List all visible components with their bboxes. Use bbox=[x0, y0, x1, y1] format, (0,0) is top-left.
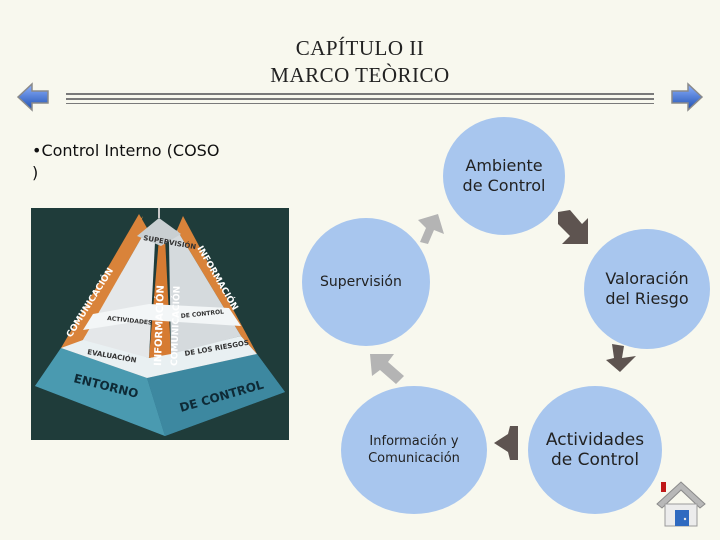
bullet-line-2: ) bbox=[32, 163, 39, 182]
title-line-1: CAPÍTULO II bbox=[295, 36, 425, 60]
cycle-node-label: Información y Comunicación bbox=[368, 434, 460, 466]
coso-pyramid-image: SUPERVISIÓN COMUNICACIÓN INFORMACIÓN COM… bbox=[31, 208, 289, 440]
title-divider-middle bbox=[66, 98, 654, 100]
left-arrow-icon bbox=[16, 82, 49, 112]
home-button[interactable] bbox=[655, 478, 707, 530]
cycle-node-ambiente-de-control: Ambiente de Control bbox=[443, 117, 565, 235]
cycle-node-label: Ambiente de Control bbox=[462, 156, 546, 195]
cycle-node-supervision: Supervisión bbox=[302, 218, 430, 346]
coso-pyramid-graphic: SUPERVISIÓN COMUNICACIÓN INFORMACIÓN COM… bbox=[31, 208, 289, 440]
cycle-node-actividades-de-control: Actividades de Control bbox=[528, 386, 662, 514]
cycle-node-label: Supervisión bbox=[320, 274, 402, 290]
cycle-arrow-3-icon bbox=[494, 426, 518, 460]
cycle-node-valoracion-del-riesgo: Valoración del Riesgo bbox=[584, 229, 710, 349]
next-slide-button[interactable] bbox=[670, 82, 704, 112]
cycle-arrow-2-icon bbox=[606, 344, 636, 372]
cycle-node-informacion-y-comunicacion: Información y Comunicación bbox=[341, 386, 487, 514]
cycle-node-label: Actividades de Control bbox=[545, 430, 645, 470]
bullet-text: •Control Interno (COSO ) bbox=[32, 140, 292, 184]
title-line-2: MARCO TEÒRICO bbox=[270, 63, 450, 87]
right-arrow-icon bbox=[671, 82, 704, 112]
bullet-line-1: •Control Interno (COSO bbox=[32, 141, 220, 160]
home-icon bbox=[656, 481, 706, 527]
pyramid-label-comunicacion-center: COMUNICACIÓN bbox=[168, 286, 183, 366]
pyramid-label-de-control: DE CONTROL bbox=[180, 308, 224, 320]
title-divider-top bbox=[66, 93, 654, 95]
cycle-arrow-5-icon bbox=[418, 214, 444, 244]
cycle-node-label: Valoración del Riesgo bbox=[605, 269, 689, 308]
previous-slide-button[interactable] bbox=[16, 82, 50, 112]
cycle-arrow-1-icon bbox=[558, 210, 588, 244]
pyramid-label-actividades: ACTIVIDADES bbox=[107, 315, 153, 327]
title-divider-bottom bbox=[66, 103, 654, 104]
pyramid-label-informacion: INFORMACIÓN bbox=[151, 285, 167, 366]
cycle-arrow-4-icon bbox=[370, 354, 404, 384]
